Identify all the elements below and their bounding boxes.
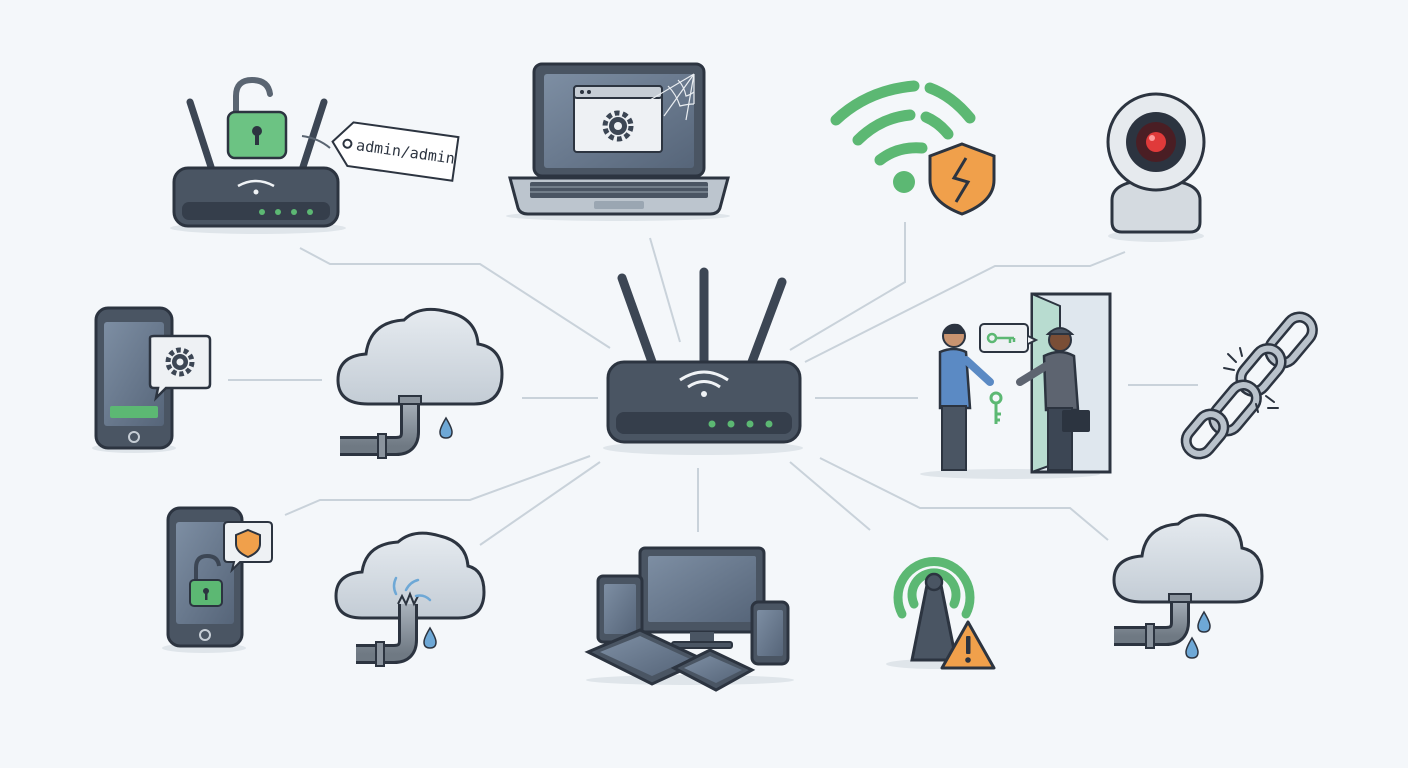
shield-icon — [235, 528, 261, 559]
water-drop-icon — [1197, 610, 1211, 633]
node-credential-sharing — [920, 292, 1112, 479]
gear-icon — [165, 347, 195, 377]
broken-chain-icon — [1180, 311, 1318, 460]
antenna-icon — [910, 578, 958, 662]
wifi-router-icon — [603, 267, 803, 455]
key-speech-bubble — [979, 323, 1039, 353]
person-receiving-icon — [1016, 327, 1090, 471]
water-drop-icon — [423, 626, 437, 649]
break-marks — [1223, 347, 1279, 413]
connector-lines — [228, 222, 1198, 546]
warning-icon — [940, 620, 996, 670]
connector-camera — [804, 251, 1126, 363]
connector-mobile-unlocked — [284, 455, 591, 516]
phone-flat-icon — [670, 648, 756, 692]
node-cloud-drip — [1112, 513, 1264, 659]
connector-antenna — [789, 461, 871, 531]
node-broken-chain — [1180, 311, 1318, 460]
person-giving-icon — [938, 323, 994, 471]
key-icon — [989, 391, 1003, 424]
shield-bubble — [223, 521, 273, 574]
connector-weak-wifi — [789, 222, 906, 351]
broken-wifi-icon — [830, 80, 976, 166]
node-cloud-leak — [336, 307, 504, 459]
connector-default-credentials — [299, 247, 611, 349]
gear-icon — [602, 110, 634, 142]
monitor-icon — [638, 546, 766, 649]
node-default-credentials: admin/admin — [170, 76, 460, 234]
unlocked-lock-icon — [226, 76, 288, 160]
pipe-icon — [1114, 593, 1192, 649]
credential-tag: admin/admin — [331, 121, 460, 182]
node-security-camera — [1106, 92, 1206, 242]
connector-web-admin — [649, 237, 681, 343]
node-mobile-app-settings — [92, 306, 212, 453]
node-cloud-burst-pipe — [334, 531, 486, 667]
cobweb-icon — [649, 73, 695, 121]
water-drop-icon — [439, 416, 453, 439]
node-weak-wifi-security — [830, 80, 996, 216]
node-connected-devices — [584, 546, 794, 692]
smartphone-icon — [750, 600, 790, 666]
unlocked-lock-icon — [189, 553, 223, 607]
connector-cloud-drip — [819, 457, 1109, 541]
node-mobile-unlocked — [162, 506, 273, 653]
node-web-admin-interface — [506, 62, 730, 221]
pipe-icon — [356, 591, 419, 667]
connector-cloud-burst — [479, 461, 601, 546]
water-drop-icon — [1185, 636, 1199, 659]
pipe-icon — [340, 395, 422, 459]
node-rogue-antenna — [886, 557, 996, 670]
water-spray — [392, 576, 432, 602]
settings-bubble — [148, 334, 212, 402]
cracked-shield-icon — [928, 142, 996, 216]
